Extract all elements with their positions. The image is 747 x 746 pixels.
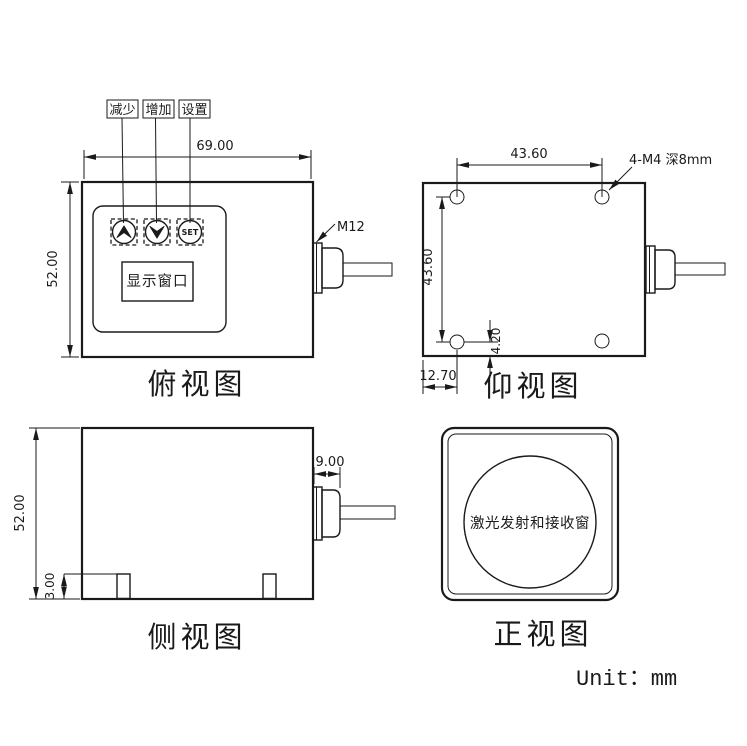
increase-callout-box (142, 99, 175, 119)
bottom-view-caption: 仰视图 (483, 370, 582, 403)
hole-offset-text: 12.70 (419, 369, 456, 384)
hole-to-edge-text: 4.20 (489, 328, 503, 355)
display-window-label: 显示窗口 (127, 272, 189, 290)
left-foot (116, 573, 131, 600)
hole-to-edge-dimension: 4.20 (464, 320, 503, 378)
top-view: 减少 增加 设置 69.00 52.00 (46, 99, 393, 401)
side-view-caption: 侧视图 (147, 621, 246, 654)
laser-window-label: 激光发射和接收窗 (470, 514, 590, 532)
thread-callout-label: 4-M4 深8mm (629, 153, 712, 168)
down-arrow-icon (149, 226, 165, 239)
thread-callout: 4-M4 深8mm (608, 153, 712, 191)
connector-cable (339, 505, 396, 520)
hole-spacing-v-dimension: 43.60 (421, 196, 450, 343)
set-button: SET (176, 218, 204, 246)
increase-leader-line (155, 117, 157, 224)
side-height-dim-text: 52.00 (13, 494, 28, 531)
connector-flange (312, 486, 323, 541)
hole-spacing-h-dimension: 43.60 (456, 147, 603, 197)
side-connector (312, 486, 396, 541)
connector-cable (674, 262, 726, 276)
up-button (110, 218, 138, 246)
top-housing-outline (80, 180, 315, 359)
top-width-dim-text: 69.00 (196, 139, 233, 154)
m12-leader-line (316, 223, 336, 243)
side-view: 3.00 52.00 9.00 侧视图 (13, 426, 396, 654)
bottom-view: 43.60 4-M4 深8mm 43.60 4.20 12.70 (419, 147, 726, 403)
laser-window-circle (463, 455, 597, 589)
settings-callout-label: 设置 (181, 102, 207, 117)
hole-spacing-h-text: 43.60 (510, 147, 547, 162)
connector-cable (342, 262, 393, 277)
foot-dimension: 3.00 (43, 573, 117, 600)
up-arrow-icon (116, 225, 132, 238)
connector-body (321, 489, 341, 538)
connector-flange (645, 245, 656, 294)
increase-callout-label: 增加 (145, 102, 171, 117)
top-height-dimension: 52.00 (46, 181, 79, 358)
bottom-housing-outline (421, 181, 647, 358)
hole-offset-dimension: 12.70 (419, 350, 458, 394)
thread-leader-line (608, 166, 633, 191)
front-bezel (447, 433, 613, 595)
display-window-outline (121, 261, 194, 302)
down-button-circle (144, 219, 170, 245)
button-callouts: 减少 增加 设置 (106, 99, 211, 224)
up-button-circle (111, 219, 137, 245)
mounting-hole-bottom-left (449, 334, 465, 350)
connector-body (654, 249, 676, 290)
settings-callout-box (178, 99, 211, 119)
unit-note: Unit：mm (576, 667, 677, 692)
top-view-caption: 俯视图 (147, 368, 246, 401)
connector-flange (312, 242, 323, 294)
side-height-dimension: 52.00 (13, 427, 80, 600)
top-connector (312, 242, 393, 294)
mounting-hole-bottom-right (594, 333, 610, 349)
top-width-dimension: 69.00 (83, 139, 312, 179)
top-height-dim-text: 52.00 (46, 250, 61, 287)
set-button-label: SET (182, 228, 199, 237)
front-view: 激光发射和接收窗 正视图 (440, 426, 620, 651)
right-foot (262, 573, 277, 600)
down-button (143, 218, 171, 246)
front-view-caption: 正视图 (493, 618, 592, 651)
connector-len-dimension: 9.00 (313, 455, 345, 488)
hole-spacing-v-text: 43.60 (421, 248, 436, 285)
foot-dim-text: 3.00 (43, 573, 57, 600)
decrease-leader-line (121, 117, 124, 224)
connector-body (321, 247, 344, 289)
front-housing-outline (440, 426, 620, 602)
top-control-panel (92, 205, 227, 333)
m12-callout: M12 (316, 220, 365, 243)
decrease-callout-label: 减少 (109, 102, 135, 117)
connector-len-text: 9.00 (316, 455, 345, 470)
m12-label: M12 (337, 220, 365, 235)
set-button-circle (177, 219, 203, 245)
bottom-connector (645, 245, 726, 294)
